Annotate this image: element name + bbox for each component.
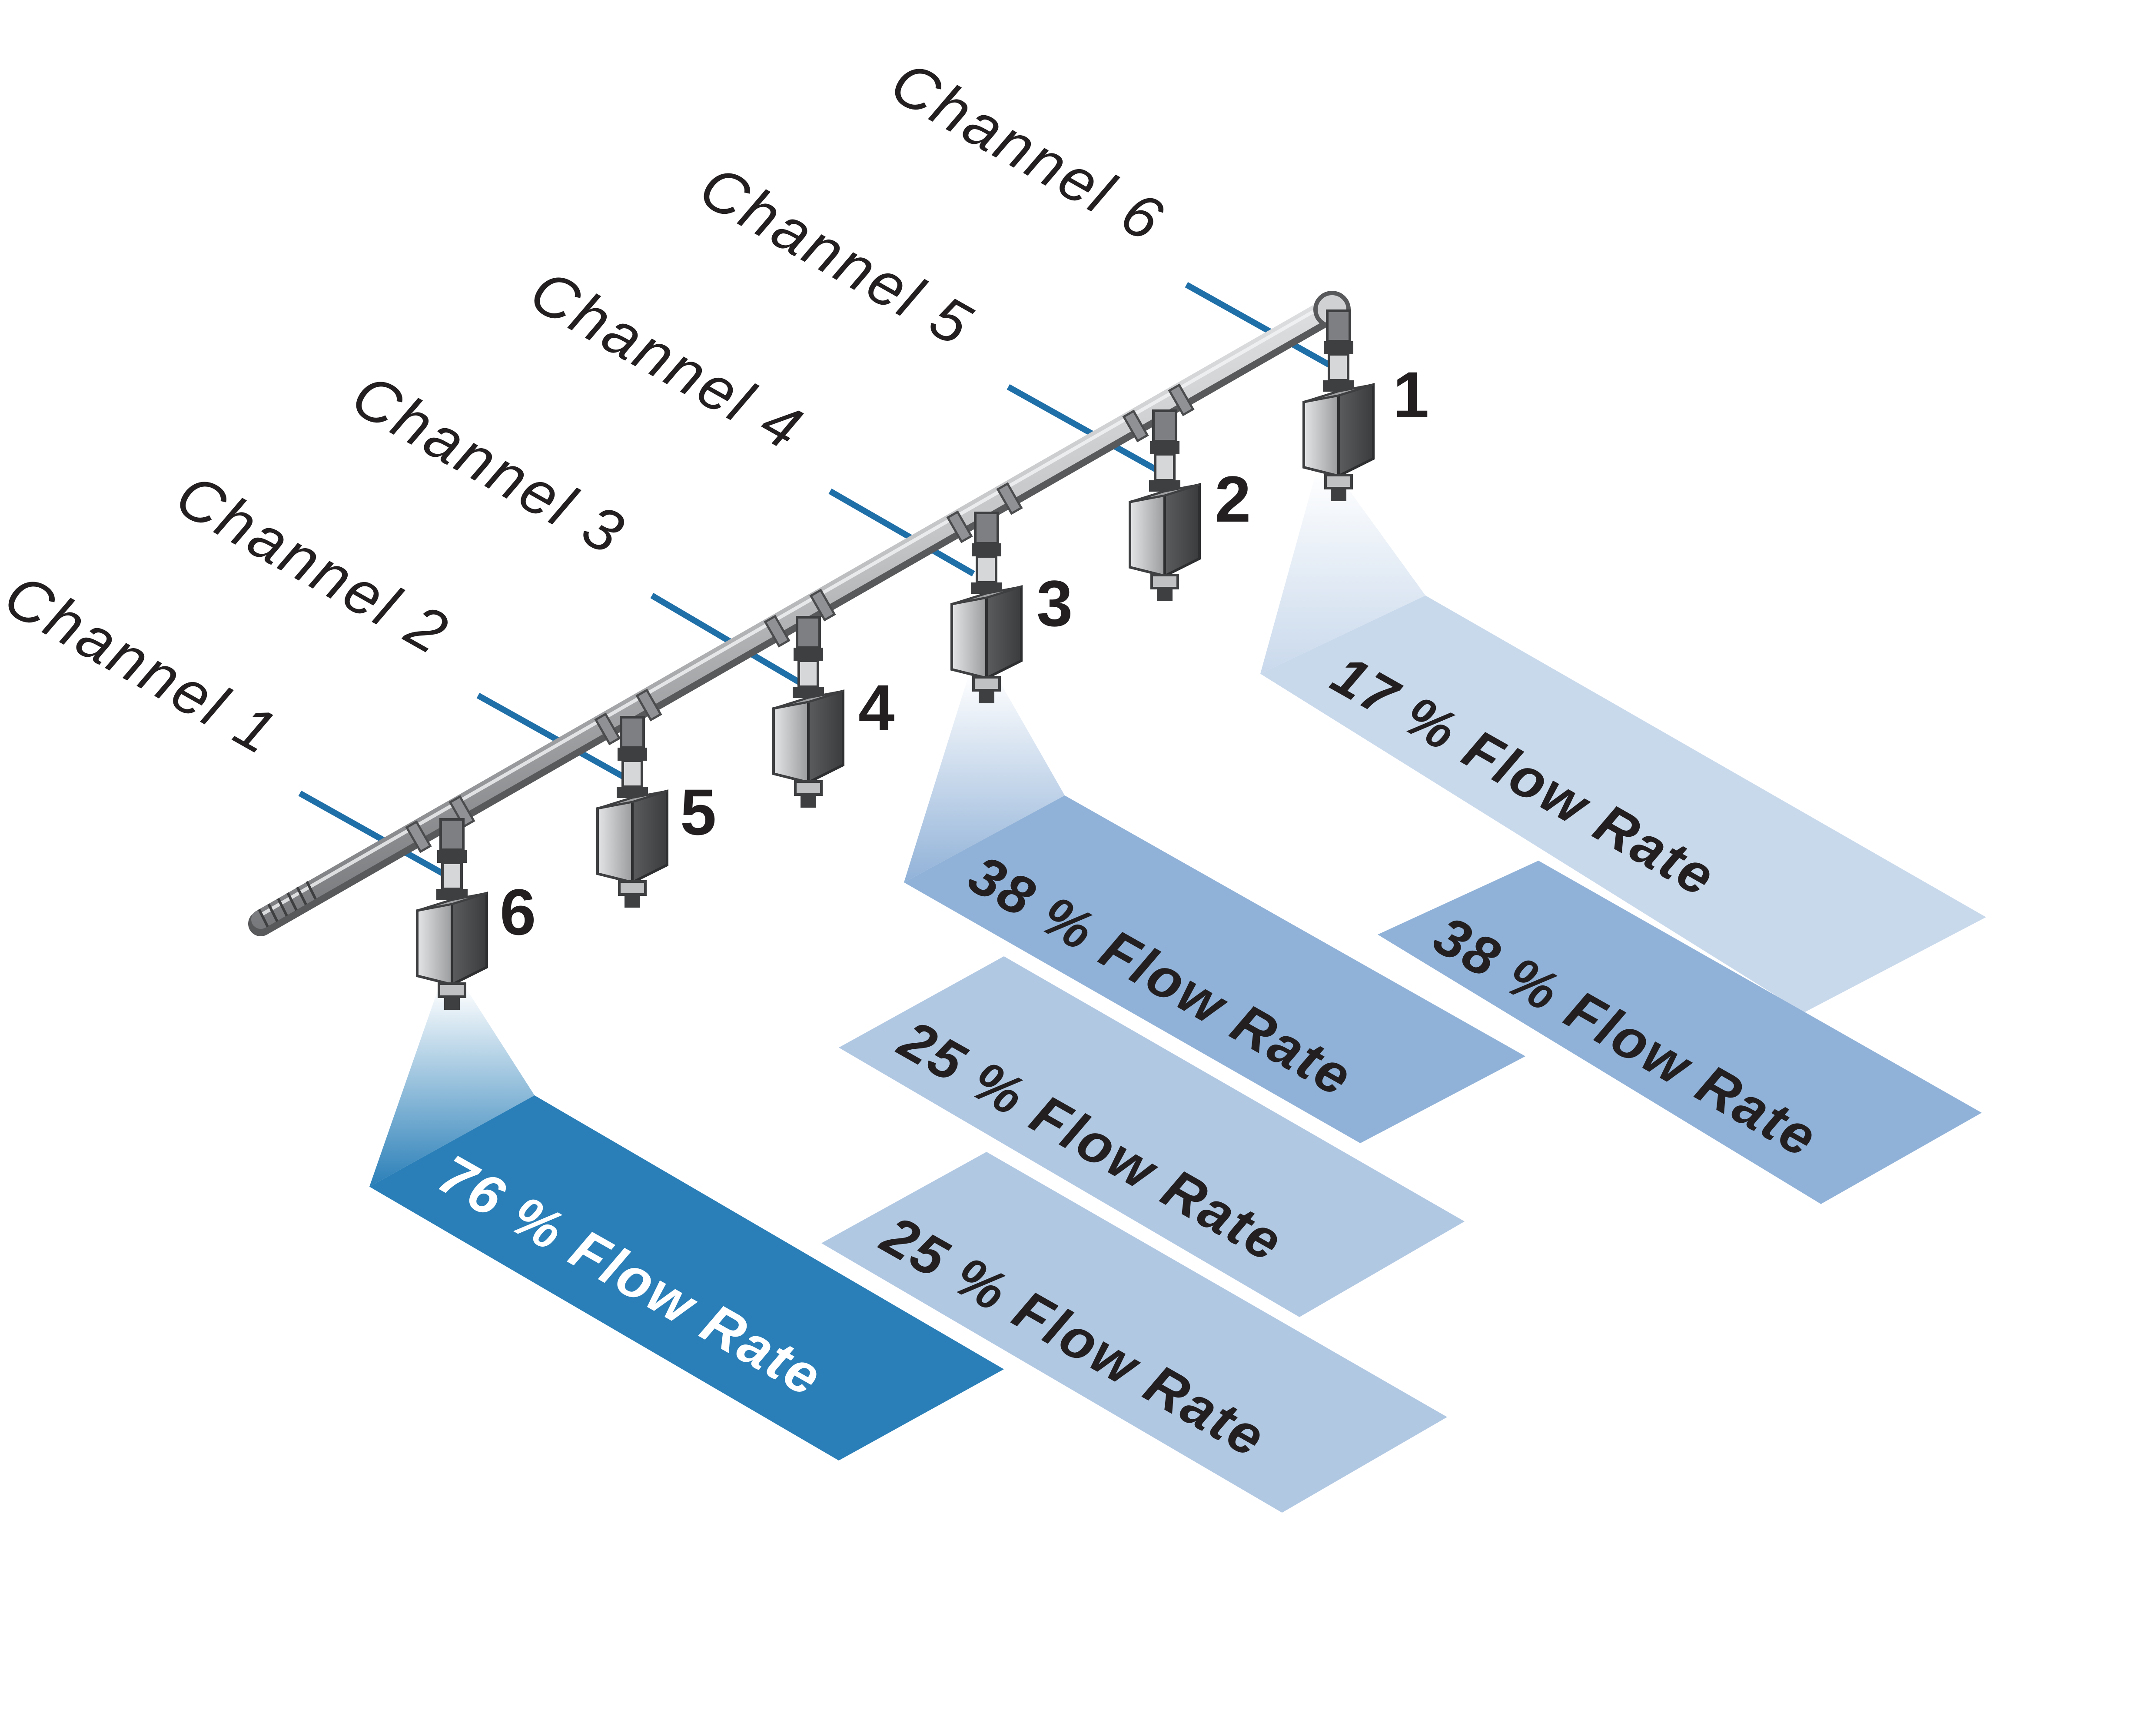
nozzle-4: [772, 616, 844, 808]
nozzle-number-4: 4: [858, 671, 894, 744]
nozzle-1: [1302, 309, 1375, 501]
channel-label-4: Channel 4: [519, 256, 815, 464]
spray-fan-6: [369, 987, 535, 1187]
channel-label-6: Channel 6: [880, 47, 1176, 255]
spray-fan-1: [1260, 469, 1425, 674]
flow-panel-shape-1: [1260, 596, 1986, 1013]
leader-line-channel-4: [828, 488, 975, 577]
flow-panel-shape-3: [904, 795, 1525, 1143]
flow-panel-shape-5: [821, 1152, 1447, 1513]
channel-label-2: Channel 2: [165, 460, 461, 668]
manifold-pipe: [248, 291, 1351, 936]
pipe-couplings: [405, 383, 1195, 853]
leader-line-channel-2: [476, 692, 628, 781]
nozzle-number-1: 1: [1393, 358, 1429, 431]
nozzle-3: [950, 512, 1023, 703]
nozzle-number-6: 6: [500, 875, 536, 948]
nozzle-number-2: 2: [1215, 462, 1251, 536]
nozzle-number-5: 5: [680, 775, 716, 848]
flow-panel-shape-2: [1378, 861, 1982, 1204]
channel-label-3: Channel 3: [341, 360, 637, 568]
nozzle-6: [416, 818, 488, 1010]
leader-line-channel-3: [650, 592, 801, 685]
leader-lines: [298, 282, 1332, 877]
nozzle-numbers: 6 5 4 3 2 1: [500, 358, 1429, 948]
nozzle-5: [596, 716, 668, 908]
nozzle-2: [1129, 409, 1201, 601]
threaded-end: [258, 881, 317, 928]
nozzle-number-3: 3: [1036, 567, 1073, 640]
channel-label-5: Channel 5: [689, 152, 984, 359]
spray-fan-3: [904, 674, 1065, 882]
flow-panel-shape-6: [369, 1095, 1004, 1461]
channel-label-1: Channel 1: [0, 560, 289, 768]
flow-panel-shape-4: [839, 956, 1465, 1317]
leader-line-channel-5: [1007, 384, 1158, 472]
leader-line-channel-1: [298, 790, 445, 877]
nozzles: [416, 309, 1375, 1010]
leader-line-channel-6: [1185, 282, 1332, 368]
